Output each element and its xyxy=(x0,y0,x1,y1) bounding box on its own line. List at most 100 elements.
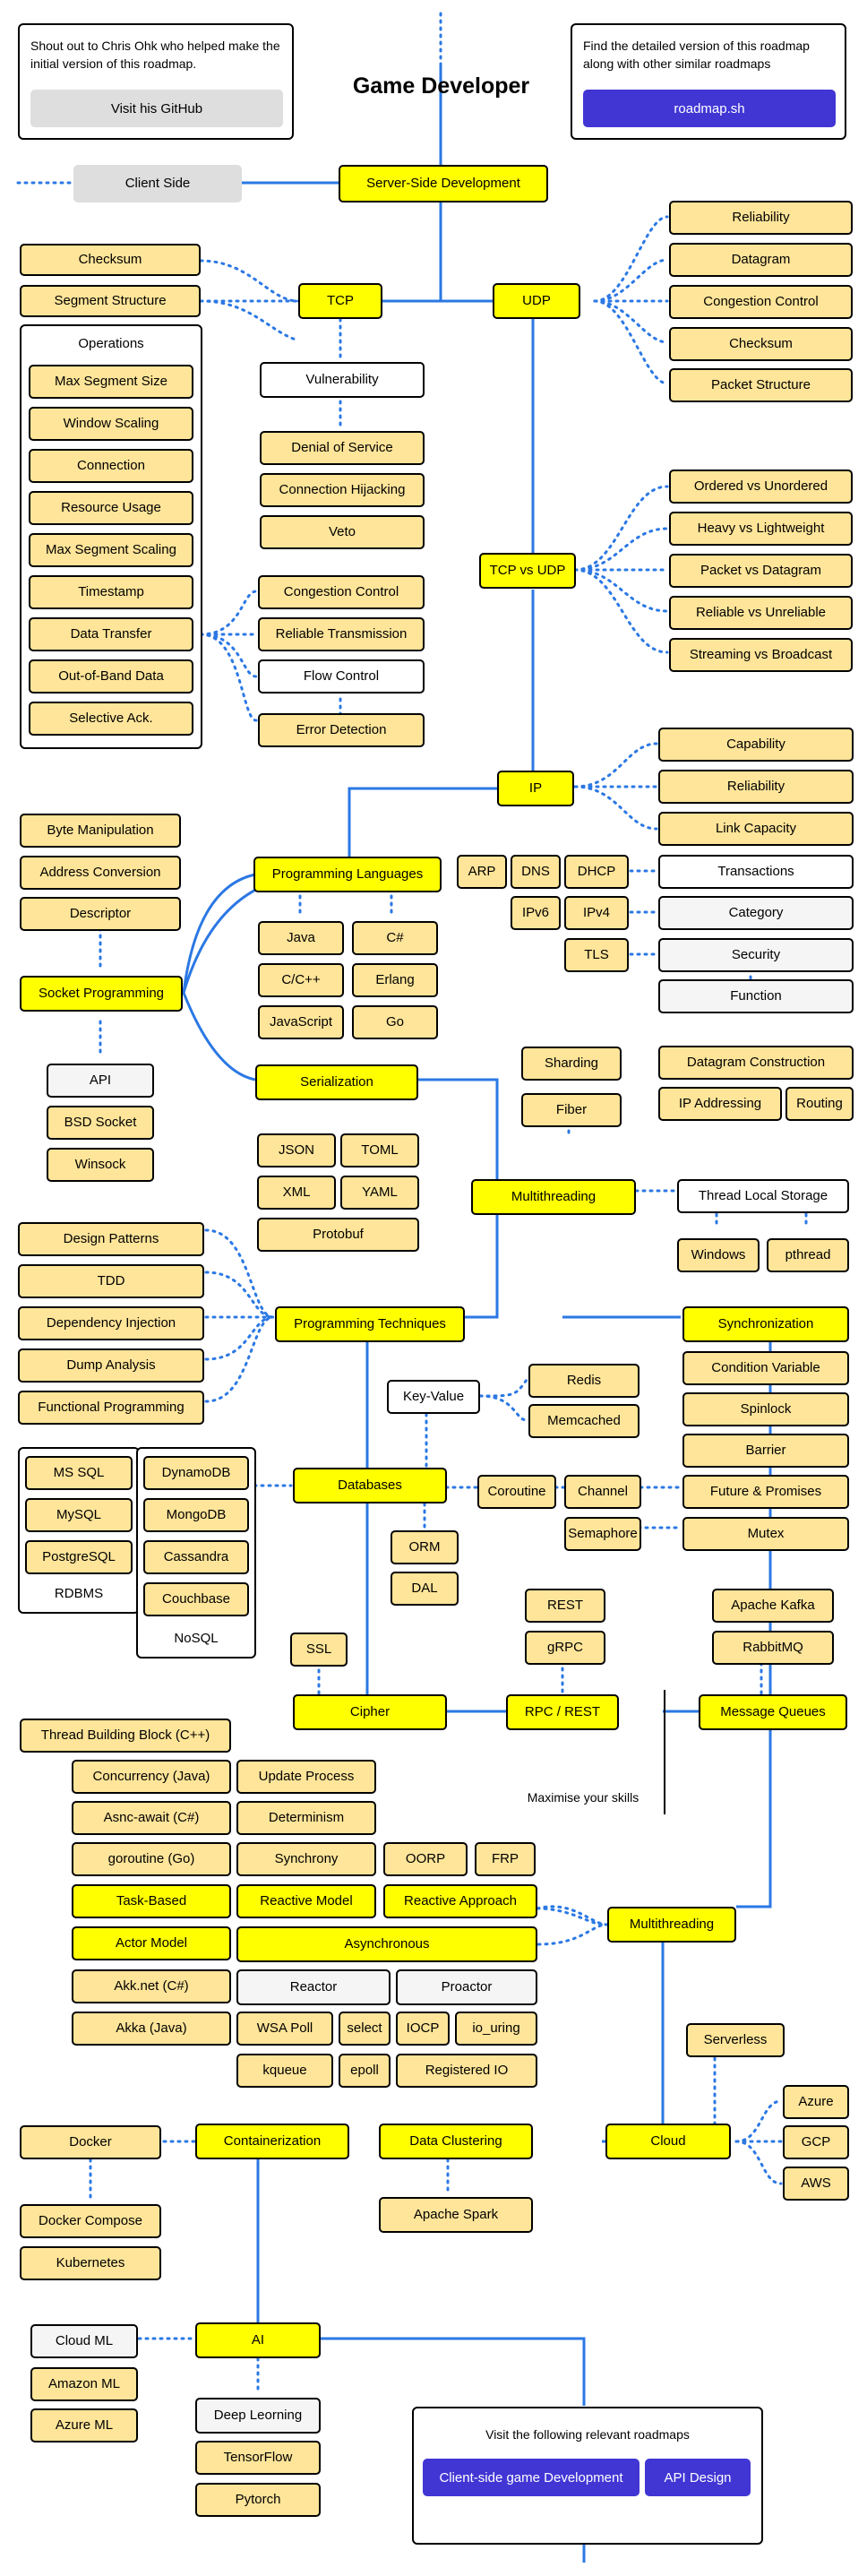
node-proactor[interactable]: Proactor xyxy=(396,1969,537,2005)
node-docker-compose[interactable]: Docker Compose xyxy=(20,2204,161,2238)
node-descriptor[interactable]: Descriptor xyxy=(20,897,181,931)
node-fiber[interactable]: Fiber xyxy=(521,1093,622,1127)
node-sharding[interactable]: Sharding xyxy=(521,1047,622,1081)
node-dal[interactable]: DAL xyxy=(391,1572,459,1606)
node-io-uring[interactable]: io_uring xyxy=(455,2012,537,2046)
node-actor-model[interactable]: Actor Model xyxy=(72,1926,231,1960)
node-redis[interactable]: Redis xyxy=(528,1364,640,1398)
node-segment-structure[interactable]: Segment Structure xyxy=(20,285,201,317)
node-serverless[interactable]: Serverless xyxy=(686,2023,785,2057)
node-category[interactable]: Category xyxy=(658,896,854,930)
node-data-transfer[interactable]: Data Transfer xyxy=(29,617,193,651)
node-arp[interactable]: ARP xyxy=(457,855,507,889)
node-serialization[interactable]: Serialization xyxy=(255,1064,418,1100)
node-veto[interactable]: Veto xyxy=(260,515,425,549)
node-azure-ml[interactable]: Azure ML xyxy=(30,2408,138,2442)
node-javascript[interactable]: JavaScript xyxy=(258,1005,344,1039)
node-couchbase[interactable]: Couchbase xyxy=(143,1582,249,1616)
node-mutex[interactable]: Mutex xyxy=(682,1517,849,1551)
node-mongodb[interactable]: MongoDB xyxy=(143,1498,249,1532)
client-side-game-dev-link[interactable]: Client-side game Development xyxy=(423,2459,640,2496)
node-cpp[interactable]: C/C++ xyxy=(258,963,344,997)
node-pthread[interactable]: pthread xyxy=(767,1238,849,1272)
node-reactive-approach[interactable]: Reactive Approach xyxy=(383,1884,537,1918)
node-concurrency-java[interactable]: Concurrency (Java) xyxy=(72,1760,231,1794)
node-flow-control[interactable]: Flow Control xyxy=(258,659,425,694)
node-dhcp[interactable]: DHCP xyxy=(564,855,629,889)
node-key-value[interactable]: Key-Value xyxy=(387,1380,480,1414)
node-connection[interactable]: Connection xyxy=(29,449,193,483)
api-design-link[interactable]: API Design xyxy=(645,2459,751,2496)
node-reliable-transmission[interactable]: Reliable Transmission xyxy=(258,617,425,651)
node-ordered-vs-unordered[interactable]: Ordered vs Unordered xyxy=(669,470,853,504)
node-ipv4[interactable]: IPv4 xyxy=(564,896,629,930)
node-socket-programming[interactable]: Socket Programming xyxy=(20,976,183,1012)
node-window-scaling[interactable]: Window Scaling xyxy=(29,407,193,441)
node-address-conversion[interactable]: Address Conversion xyxy=(20,856,181,890)
visit-github-button[interactable]: Visit his GitHub xyxy=(30,90,283,127)
node-dns[interactable]: DNS xyxy=(511,855,561,889)
node-amazon-ml[interactable]: Amazon ML xyxy=(30,2367,138,2401)
node-ssl[interactable]: SSL xyxy=(290,1633,348,1667)
node-resource-usage[interactable]: Resource Usage xyxy=(29,491,193,525)
node-registered-io[interactable]: Registered IO xyxy=(396,2054,537,2088)
node-oorp[interactable]: OORP xyxy=(383,1842,468,1876)
node-go[interactable]: Go xyxy=(352,1005,438,1039)
node-reactive-model[interactable]: Reactive Model xyxy=(236,1884,376,1918)
node-protobuf[interactable]: Protobuf xyxy=(257,1218,419,1252)
node-tls[interactable]: TLS xyxy=(564,938,629,972)
node-reactor[interactable]: Reactor xyxy=(236,1969,391,2005)
node-rabbitmq[interactable]: RabbitMQ xyxy=(712,1631,834,1665)
node-future-promises[interactable]: Future & Promises xyxy=(682,1475,849,1509)
node-yaml[interactable]: YAML xyxy=(340,1176,419,1210)
node-xml[interactable]: XML xyxy=(257,1176,336,1210)
node-out-of-band[interactable]: Out-of-Band Data xyxy=(29,659,193,694)
node-thread-local-storage[interactable]: Thread Local Storage xyxy=(677,1179,849,1213)
node-vulnerability[interactable]: Vulnerability xyxy=(260,362,425,398)
node-mysql[interactable]: MySQL xyxy=(25,1498,133,1532)
node-ip-addressing[interactable]: IP Addressing xyxy=(658,1087,782,1121)
node-denial-of-service[interactable]: Denial of Service xyxy=(260,431,425,465)
node-heavy-vs-lightweight[interactable]: Heavy vs Lightweight xyxy=(669,512,853,546)
node-json[interactable]: JSON xyxy=(257,1133,336,1167)
node-databases[interactable]: Databases xyxy=(293,1468,447,1503)
node-goroutine[interactable]: goroutine (Go) xyxy=(72,1842,231,1876)
node-coroutine[interactable]: Coroutine xyxy=(477,1475,556,1509)
node-capability[interactable]: Capability xyxy=(658,728,854,762)
node-checksum-udp[interactable]: Checksum xyxy=(669,327,853,361)
node-design-patterns[interactable]: Design Patterns xyxy=(18,1222,204,1256)
node-message-queues[interactable]: Message Queues xyxy=(699,1694,847,1730)
node-checksum-tcp[interactable]: Checksum xyxy=(20,244,201,276)
node-congestion-control-udp[interactable]: Congestion Control xyxy=(669,285,853,319)
node-akka-net[interactable]: Akk.net (C#) xyxy=(72,1969,231,2003)
node-postgresql[interactable]: PostgreSQL xyxy=(25,1540,133,1574)
node-cloud-ml[interactable]: Cloud ML xyxy=(30,2324,138,2358)
node-programming-languages[interactable]: Programming Languages xyxy=(253,857,442,892)
node-asynchronous[interactable]: Asynchronous xyxy=(236,1926,537,1962)
node-packet-vs-datagram[interactable]: Packet vs Datagram xyxy=(669,554,853,588)
node-security[interactable]: Security xyxy=(658,938,854,972)
node-wsa-poll[interactable]: WSA Poll xyxy=(236,2012,333,2046)
node-server-side[interactable]: Server-Side Development xyxy=(339,165,548,202)
node-reliability-udp[interactable]: Reliability xyxy=(669,201,853,235)
node-packet-structure[interactable]: Packet Structure xyxy=(669,368,853,402)
node-udp[interactable]: UDP xyxy=(493,283,580,319)
node-max-segment-size[interactable]: Max Segment Size xyxy=(29,365,193,399)
node-cloud[interactable]: Cloud xyxy=(605,2124,731,2159)
node-thread-building-block[interactable]: Thread Building Block (C++) xyxy=(20,1719,231,1753)
node-async-await[interactable]: Asnc-await (C#) xyxy=(72,1801,231,1835)
node-routing[interactable]: Routing xyxy=(785,1087,854,1121)
node-datagram-construction[interactable]: Datagram Construction xyxy=(658,1046,854,1080)
node-data-clustering[interactable]: Data Clustering xyxy=(379,2124,533,2159)
node-synchrony[interactable]: Synchrony xyxy=(236,1842,376,1876)
node-java[interactable]: Java xyxy=(258,921,344,955)
node-congestion-control-tcp[interactable]: Congestion Control xyxy=(258,575,425,609)
node-memcached[interactable]: Memcached xyxy=(528,1404,640,1438)
node-tdd[interactable]: TDD xyxy=(18,1264,204,1298)
node-transactions[interactable]: Transactions xyxy=(658,855,854,889)
node-api[interactable]: API xyxy=(47,1064,154,1098)
node-reliability-ip[interactable]: Reliability xyxy=(658,770,854,804)
node-tensorflow[interactable]: TensorFlow xyxy=(195,2441,321,2475)
node-ipv6[interactable]: IPv6 xyxy=(511,896,561,930)
node-azure[interactable]: Azure xyxy=(783,2085,849,2119)
